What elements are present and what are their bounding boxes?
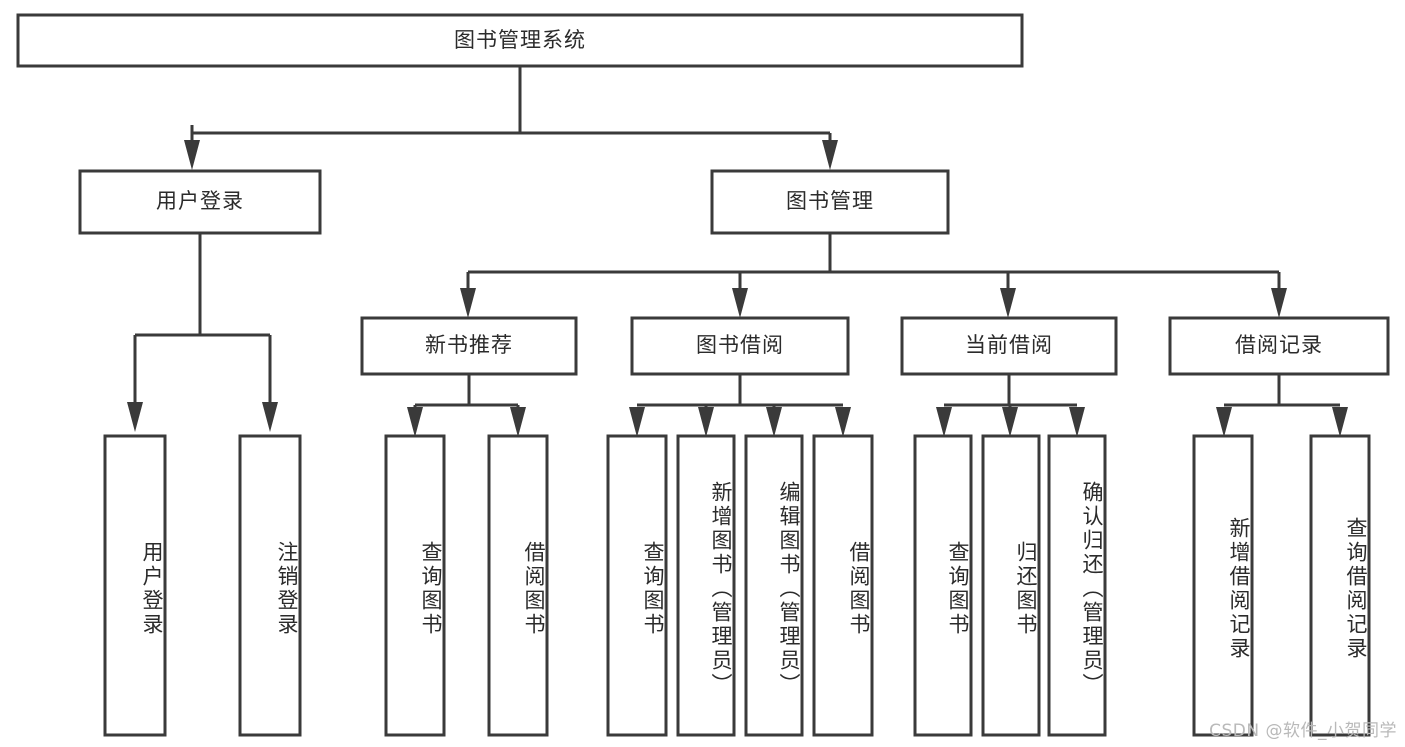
arrow-head-to-new-book (460, 288, 476, 318)
leaf-box-new-book-2[interactable] (487, 434, 549, 737)
arrow-head-new-book-leaf-2 (510, 407, 526, 437)
arrow-head-book-borrow-leaf-1 (629, 407, 645, 437)
leaf-box-borrow-record-1[interactable] (1192, 434, 1254, 737)
leaf-box-book-borrow-2[interactable] (676, 434, 736, 737)
leaf-box-new-book-1[interactable] (384, 434, 446, 737)
arrow-head-new-book-leaf-1 (407, 407, 423, 437)
node-box-borrow-record[interactable] (1168, 316, 1390, 376)
arrow-head-borrow-record-leaf-2 (1332, 407, 1348, 437)
arrow-head-to-book-borrow (732, 288, 748, 318)
leaf-box-book-borrow-4[interactable] (812, 434, 874, 737)
node-box-current-borrow[interactable] (900, 316, 1118, 376)
arrow-head-user-login-leaf-1 (127, 402, 143, 432)
node-box-new-book[interactable] (360, 316, 578, 376)
arrow-head-to-current-borrow (1000, 288, 1016, 318)
arrow-head-book-borrow-leaf-4 (835, 407, 851, 437)
arrow-head-book-borrow-leaf-3 (766, 407, 782, 437)
arrow-head-borrow-record-leaf-1 (1216, 407, 1232, 437)
arrow-head-to-user-login (184, 140, 200, 170)
leaf-box-current-borrow-1[interactable] (913, 434, 973, 737)
node-box-book-borrow[interactable] (630, 316, 850, 376)
arrow-head-to-borrow-record (1271, 288, 1287, 318)
leaf-box-book-borrow-3[interactable] (744, 434, 804, 737)
leaf-box-book-borrow-1[interactable] (606, 434, 668, 737)
arrow-head-user-login-leaf-2 (262, 402, 278, 432)
arrow-head-current-borrow-leaf-3 (1069, 407, 1085, 437)
arrow-head-to-book-manage (822, 140, 838, 170)
leaf-box-user-login-1[interactable] (103, 434, 167, 737)
node-box-book-manage[interactable] (710, 169, 950, 235)
node-box-user-login[interactable] (78, 169, 322, 235)
leaf-box-borrow-record-2[interactable] (1309, 434, 1371, 737)
leaf-box-current-borrow-3[interactable] (1047, 434, 1107, 737)
arrow-head-current-borrow-leaf-1 (936, 407, 952, 437)
arrow-head-current-borrow-leaf-2 (1002, 407, 1018, 437)
leaf-box-user-login-2[interactable] (238, 434, 302, 737)
csdn-watermark: CSDN @软件_小贺同学 (1209, 721, 1397, 741)
arrow-head-book-borrow-leaf-2 (698, 407, 714, 437)
node-box-root[interactable] (16, 13, 1024, 68)
leaf-box-current-borrow-2[interactable] (981, 434, 1041, 737)
